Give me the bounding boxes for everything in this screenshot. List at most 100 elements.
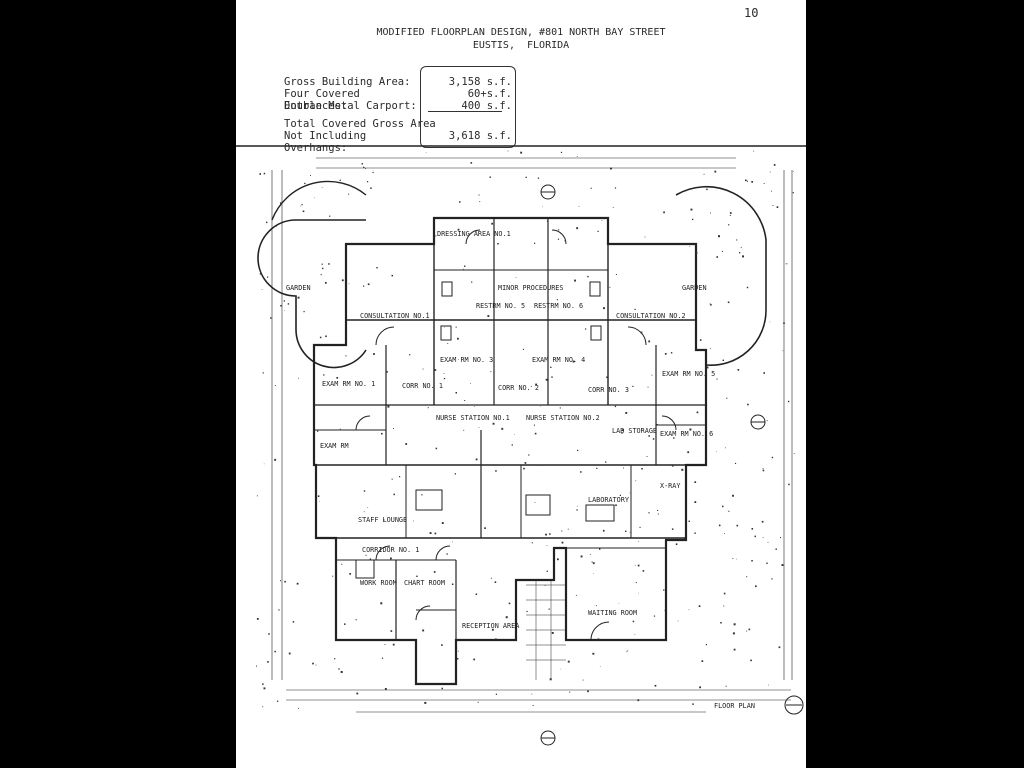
scan-speckle [718, 524, 721, 527]
area-row-carport: Double Metal Carport: 400 s.f. [284, 100, 512, 112]
floorplan-drawing: DRESSING AREA NO.1 MINOR PROCEDURES REST… [236, 145, 806, 746]
scan-speckle [615, 274, 617, 275]
scan-speckle [490, 577, 492, 579]
scan-speckle [435, 235, 437, 237]
scan-speckle [688, 609, 690, 611]
scan-speckle [283, 300, 285, 302]
scan-speckle [599, 666, 601, 667]
scan-speckle [690, 208, 693, 211]
scan-speckle [473, 406, 475, 407]
scan-speckle [392, 643, 395, 646]
scan-speckle [677, 620, 679, 622]
scan-speckle [530, 386, 532, 387]
scan-speckle [302, 210, 305, 213]
scan-speckle [722, 505, 724, 508]
scan-speckle [599, 548, 601, 550]
scan-speckle [380, 602, 383, 605]
scan-speckle [546, 220, 549, 222]
area-value: 60+s.f. [467, 88, 512, 100]
scan-speckle [473, 658, 475, 661]
scan-speckle [701, 660, 704, 662]
scan-speckle [317, 430, 319, 432]
scan-speckle [729, 214, 731, 216]
scan-speckle [372, 171, 374, 174]
scan-speckle [459, 201, 461, 203]
scan-speckle [706, 366, 709, 369]
scan-speckle [531, 693, 533, 695]
scan-speckle [478, 427, 480, 428]
scan-speckle [692, 703, 694, 705]
scan-speckle [446, 553, 448, 555]
scan-speckle [640, 331, 643, 334]
room-label-dressing: DRESSING AREA NO.1 [437, 230, 511, 238]
scan-speckle [494, 581, 497, 583]
scan-speckle [746, 180, 748, 182]
scan-speckle [671, 528, 674, 530]
scan-speckle [769, 321, 771, 323]
scan-speckle [278, 609, 280, 611]
scan-speckle [564, 240, 566, 242]
scan-speckle [787, 400, 790, 403]
scan-speckle [746, 576, 748, 578]
scan-speckle [728, 224, 730, 226]
scan-speckle [561, 541, 564, 544]
scan-speckle [528, 454, 530, 456]
scan-speckle [545, 533, 547, 536]
room-label-chart: CHART ROOM [404, 579, 445, 587]
scan-speckle [435, 447, 438, 450]
scan-speckle [605, 461, 607, 463]
scan-speckle [334, 658, 336, 660]
scan-speckle [263, 687, 266, 690]
scan-speckle [792, 192, 794, 194]
scan-speckle [441, 644, 443, 646]
scan-speckle [441, 522, 444, 524]
scan-speckle [339, 179, 341, 181]
scan-speckle [695, 251, 698, 254]
scan-speckle [578, 206, 580, 207]
scan-speckle [721, 250, 723, 252]
scan-speckle [323, 374, 325, 376]
scan-speckle [646, 456, 648, 457]
scan-speckle [421, 494, 423, 496]
scan-speckle [603, 389, 604, 390]
scan-speckle [319, 336, 322, 339]
scan-speckle [341, 563, 343, 565]
scan-speckle [705, 644, 707, 646]
scan-speckle [376, 267, 378, 269]
scan-speckle [766, 420, 768, 421]
scan-speckle [533, 424, 535, 426]
scan-speckle [698, 605, 701, 607]
scan-speckle [580, 471, 582, 473]
scan-speckle [363, 511, 365, 513]
room-label-corr3: CORR NO. 3 [588, 386, 629, 394]
scan-speckle [663, 211, 665, 214]
scan-speckle [703, 173, 705, 175]
scan-speckle [750, 659, 752, 662]
scan-speckle [569, 691, 571, 693]
scan-speckle [322, 267, 324, 270]
scan-speckle [405, 443, 408, 445]
scan-speckle [348, 193, 350, 195]
scan-speckle [720, 622, 722, 624]
scan-speckle [625, 530, 627, 532]
scan-speckle [627, 650, 629, 651]
scan-speckle [567, 528, 569, 530]
scan-speckle [495, 693, 497, 695]
scan-speckle [606, 376, 608, 378]
scan-speckle [456, 658, 459, 660]
scan-speckle [675, 543, 678, 545]
scan-speckle [349, 573, 351, 575]
scan-speckle [433, 571, 436, 573]
scan-speckle [771, 190, 772, 192]
room-label-exam6: EXAM RM NO. 6 [660, 430, 713, 438]
scan-speckle [694, 532, 696, 534]
scan-speckle [515, 277, 517, 278]
scan-speckle [614, 187, 617, 189]
scan-speckle [276, 700, 279, 702]
room-label-minor: MINOR PROCEDURES [498, 284, 563, 292]
scan-speckle [641, 429, 643, 430]
scan-speckle [736, 239, 738, 241]
scan-speckle [427, 407, 429, 409]
scan-speckle [709, 303, 711, 305]
scan-speckle [545, 378, 548, 381]
